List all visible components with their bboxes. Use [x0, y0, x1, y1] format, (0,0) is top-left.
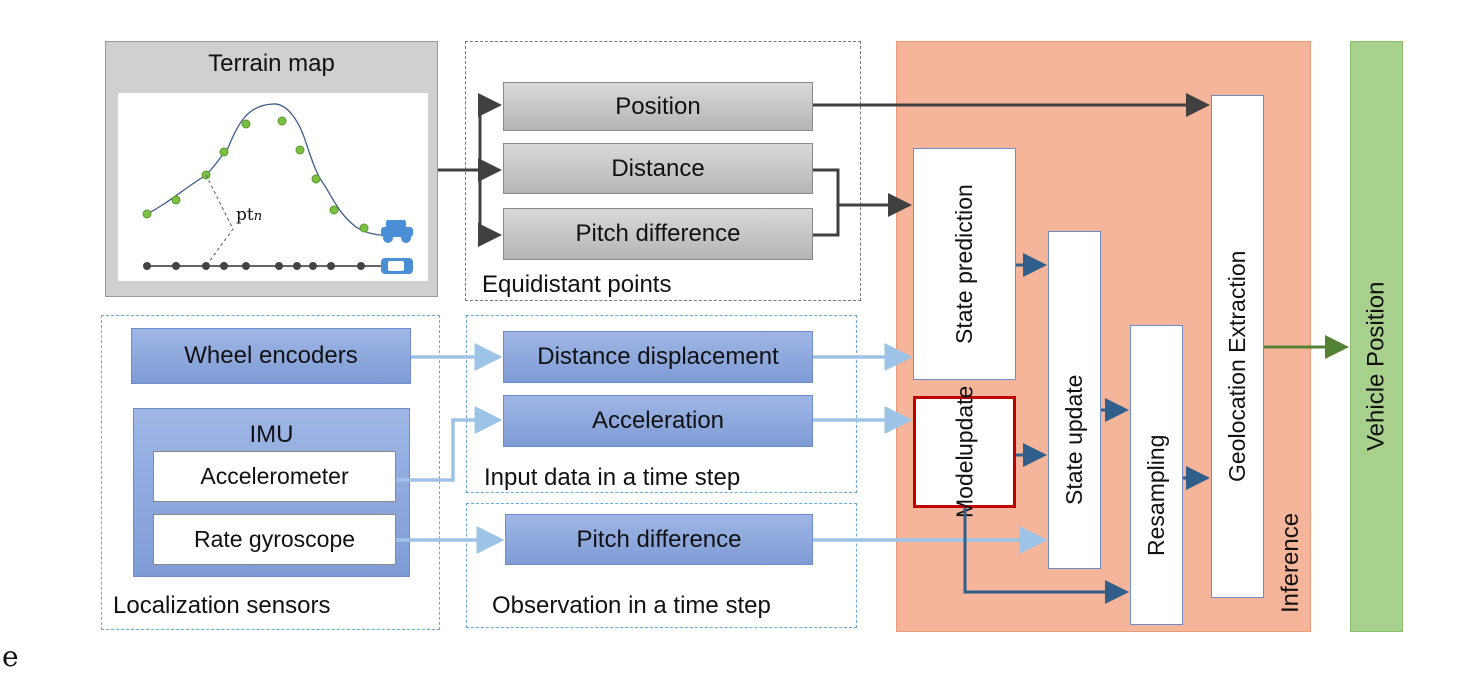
arrow-accelerometer-to-acceleration	[396, 406, 503, 482]
car-top-icon	[381, 258, 413, 274]
position-box: Position	[503, 82, 813, 131]
rate-gyroscope-box: Rate gyroscope	[153, 514, 396, 565]
localization-sensors-group	[101, 315, 440, 630]
terrain-profile-illustration	[142, 103, 413, 274]
distance-box: Distance	[503, 143, 813, 194]
equidistant-points-label: Equidistant points	[482, 271, 672, 298]
localization-sensors-label: Localization sensors	[113, 592, 331, 619]
terrain-map-title: Terrain map	[208, 50, 335, 77]
arrow-terrain-split	[438, 105, 482, 235]
terrain-map-figure: ptn	[118, 93, 428, 281]
imu-label: IMU	[249, 421, 294, 448]
input-data-label: Input data in a time step	[484, 464, 741, 491]
arrow-distance-pitch-to-state-prediction	[813, 168, 909, 237]
car-side-icon	[381, 220, 413, 243]
pitch-difference-box: Pitch difference	[503, 208, 813, 260]
arrow-model-to-resampling	[963, 508, 1129, 604]
observation-group	[466, 503, 857, 628]
acceleration-box: Acceleration	[503, 395, 813, 447]
point-label: ptn	[236, 205, 262, 225]
stray-text: e	[2, 640, 19, 673]
wheel-encoders-box: Wheel encoders	[131, 328, 411, 384]
observation-pitch-difference-box: Pitch difference	[505, 514, 813, 565]
point-label-subscript: n	[253, 209, 263, 224]
accelerometer-box: Accelerometer	[153, 451, 396, 502]
input-data-group	[466, 315, 857, 493]
point-label-text: pt	[236, 205, 254, 225]
terrain-map-panel: Terrain map ptn	[105, 41, 438, 297]
observation-label: Observation in a time step	[492, 592, 771, 619]
distance-displacement-box: Distance displacement	[503, 331, 813, 383]
